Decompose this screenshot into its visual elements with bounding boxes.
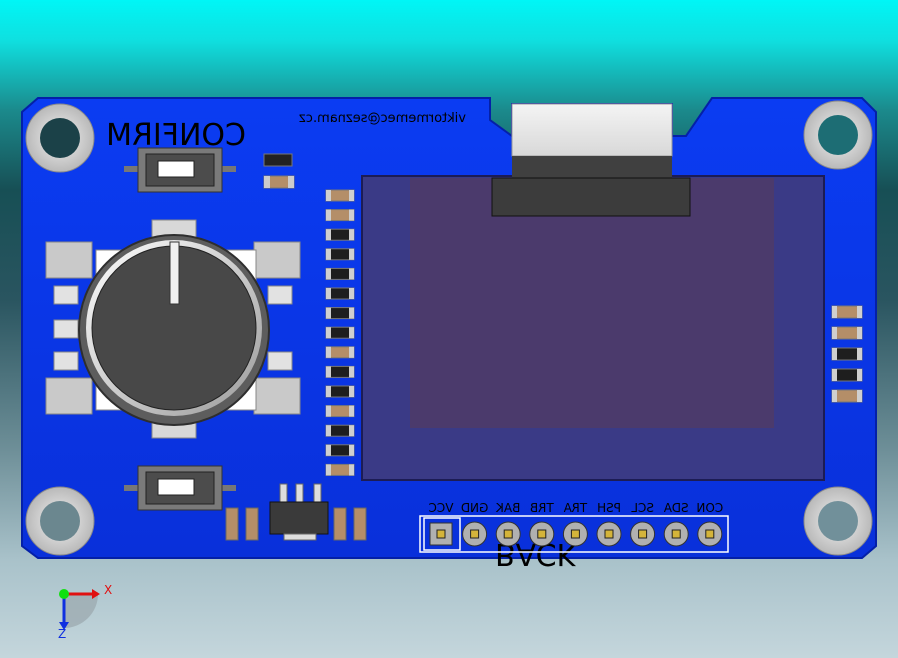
resistor-array-left bbox=[325, 189, 355, 476]
header-pin[interactable] bbox=[462, 521, 488, 547]
silk-confirm-group: CONFIRM bbox=[106, 118, 246, 153]
smd-resistor bbox=[325, 405, 355, 418]
pin-label: SDA bbox=[663, 501, 689, 515]
pin-label: VCC bbox=[429, 501, 454, 515]
smd-resistor bbox=[831, 389, 863, 403]
smd-resistor bbox=[325, 385, 355, 398]
mounting-hole-top-left bbox=[25, 103, 95, 173]
pin-header[interactable] bbox=[419, 515, 729, 553]
header-pin[interactable] bbox=[697, 521, 723, 547]
axis-x-label: X bbox=[104, 583, 112, 597]
smd-resistor bbox=[325, 228, 355, 241]
axis-z-label: Z bbox=[58, 627, 66, 641]
smd-resistor bbox=[831, 305, 863, 319]
mounting-hole-top-right bbox=[803, 100, 873, 170]
confirm-button[interactable] bbox=[124, 147, 236, 193]
smd-resistor bbox=[325, 463, 355, 476]
voltage-regulator bbox=[269, 483, 329, 541]
smd-resistor bbox=[325, 424, 355, 437]
header-pin[interactable] bbox=[529, 521, 555, 547]
header-pin[interactable] bbox=[630, 521, 656, 547]
smd-resistor bbox=[325, 189, 355, 202]
smd-resistor bbox=[325, 444, 355, 457]
silk-email: viktormemec@seznam.cz bbox=[299, 111, 466, 126]
smd-resistor bbox=[831, 347, 863, 361]
pin-label: TRB bbox=[530, 501, 555, 515]
silk-confirm-label: CONFIRM bbox=[106, 118, 246, 153]
header-pin[interactable] bbox=[663, 521, 689, 547]
smd-resistor bbox=[325, 365, 355, 378]
smd-resistor bbox=[325, 346, 355, 359]
smd-resistor bbox=[325, 209, 355, 222]
mounting-hole-bottom-right bbox=[803, 486, 873, 556]
back-button[interactable] bbox=[124, 465, 236, 511]
axis-triad-icon: X Z bbox=[58, 583, 112, 641]
mounting-hole-bottom-left bbox=[25, 486, 95, 556]
header-pin[interactable] bbox=[596, 521, 622, 547]
smd-near-confirm bbox=[263, 153, 295, 189]
pin-labels: VCC GND BAK TRB TRA PSH SCL SDA CON bbox=[429, 501, 724, 515]
smd-resistor bbox=[831, 368, 863, 382]
smd-resistor bbox=[325, 248, 355, 261]
smd-resistor bbox=[325, 326, 355, 339]
oled-display[interactable] bbox=[361, 175, 825, 481]
rotary-encoder[interactable] bbox=[45, 219, 301, 439]
pin-label: GND bbox=[461, 501, 489, 515]
smd-resistor bbox=[325, 287, 355, 300]
smd-resistor bbox=[325, 267, 355, 280]
pin-label: PSH bbox=[597, 501, 621, 515]
resistor-array-right bbox=[831, 305, 863, 403]
display-ribbon-connector bbox=[491, 103, 691, 217]
header-pin[interactable] bbox=[562, 521, 588, 547]
header-pin[interactable] bbox=[429, 522, 453, 546]
header-pin[interactable] bbox=[495, 521, 521, 547]
smd-resistor bbox=[325, 307, 355, 320]
pin-label: SCL bbox=[631, 501, 654, 515]
pin-label: BAK bbox=[495, 501, 520, 515]
pin-label: TRA bbox=[563, 501, 588, 515]
silk-email-group: viktormemec@seznam.cz bbox=[299, 111, 466, 126]
pin-label: CON bbox=[696, 501, 723, 515]
smd-bottom-group bbox=[225, 507, 367, 541]
smd-resistor bbox=[831, 326, 863, 340]
